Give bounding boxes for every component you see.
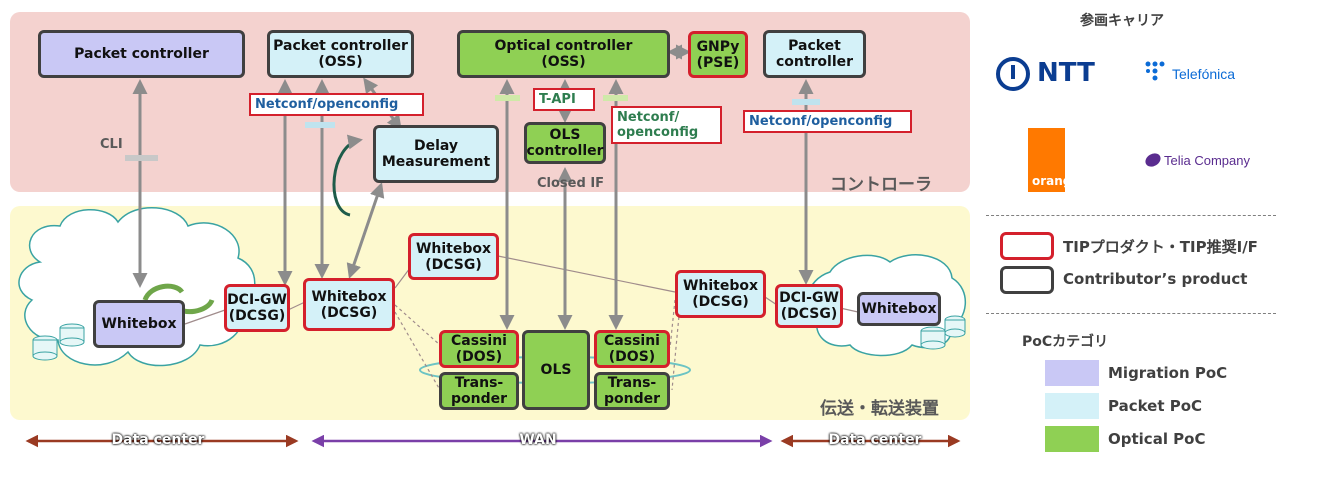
cassini-right[interactable]: Cassini (DOS) <box>594 330 670 368</box>
carriers-title: 参画キャリア <box>1080 13 1164 29</box>
legend-swatch-contributor <box>1000 266 1054 294</box>
telia-logo-text: Telia Company <box>1164 153 1250 168</box>
telia-logo-icon <box>1145 153 1161 167</box>
whitebox-left[interactable]: Whitebox <box>93 300 185 348</box>
span-wan: WAN <box>519 432 557 448</box>
gnpy-pse[interactable]: GNPy (PSE) <box>688 31 748 78</box>
legend-label-optical: Optical PoC <box>1108 430 1206 448</box>
legend-label-tip: TIPプロダクト・TIP推奨I/F <box>1063 238 1258 256</box>
closed-if-label: Closed IF <box>537 176 605 191</box>
controller-zone-label: コントローラ <box>830 175 932 195</box>
delay-measurement[interactable]: Delay Measurement <box>373 125 499 183</box>
netconf-label-optical: Netconf/ openconfig <box>611 106 722 144</box>
whitebox-right[interactable]: Whitebox <box>857 292 941 326</box>
legend-divider-1 <box>986 215 1276 216</box>
dci-gw-right[interactable]: DCI-GW (DCSG) <box>775 284 843 328</box>
ols-device[interactable]: OLS <box>522 330 590 410</box>
storage-icons-left <box>32 323 85 361</box>
packet-controller-right[interactable]: Packet controller <box>763 30 866 78</box>
whitebox-dcsg-right[interactable]: Whitebox (DCSG) <box>675 270 766 318</box>
ntt-logo-text: NTT <box>1037 58 1095 88</box>
packet-controller-left[interactable]: Packet controller <box>38 30 245 78</box>
transport-zone-label: 伝送・転送装置 <box>820 399 939 419</box>
legend-swatch-optical <box>1045 426 1099 452</box>
cli-label: CLI <box>100 137 123 152</box>
tapi-label: T-API <box>533 88 595 111</box>
whitebox-dcsg-top[interactable]: Whitebox (DCSG) <box>408 233 499 280</box>
legend-swatch-migration <box>1045 360 1099 386</box>
span-datacenter-left: Data center <box>111 432 205 448</box>
cassini-left[interactable]: Cassini (DOS) <box>439 330 519 368</box>
transponder-right[interactable]: Trans- ponder <box>594 372 670 410</box>
span-datacenter-right: Data center <box>828 432 922 448</box>
ols-controller[interactable]: OLS controller <box>524 122 606 164</box>
poc-title: PoCカテゴリ <box>1022 334 1109 350</box>
packet-controller-oss[interactable]: Packet controller (OSS) <box>267 30 414 78</box>
whitebox-dcsg-center[interactable]: Whitebox (DCSG) <box>303 278 395 331</box>
legend-swatch-tip <box>1000 232 1054 260</box>
ntt-logo-icon <box>996 57 1030 91</box>
telefonica-logo-text: Telefónica <box>1172 66 1236 82</box>
legend-label-migration: Migration PoC <box>1108 364 1228 382</box>
optical-controller-oss[interactable]: Optical controller (OSS) <box>457 30 670 78</box>
dci-gw-left[interactable]: DCI-GW (DCSG) <box>224 284 290 332</box>
netconf-label-left: Netconf/openconfig <box>249 93 424 116</box>
legend-swatch-packet <box>1045 393 1099 419</box>
delay-loop-arrow <box>332 134 363 217</box>
legend-label-packet: Packet PoC <box>1108 397 1203 415</box>
transponder-left[interactable]: Trans- ponder <box>439 372 519 410</box>
orange-logo: orange <box>1028 128 1080 192</box>
storage-icons-right <box>920 315 966 350</box>
telefonica-logo-icon <box>1145 61 1165 81</box>
orange-logo-text: orange <box>1032 174 1080 188</box>
legend-label-contributor: Contributor’s product <box>1063 270 1248 288</box>
netconf-label-right: Netconf/openconfig <box>743 110 912 133</box>
legend-divider-2 <box>986 313 1276 314</box>
